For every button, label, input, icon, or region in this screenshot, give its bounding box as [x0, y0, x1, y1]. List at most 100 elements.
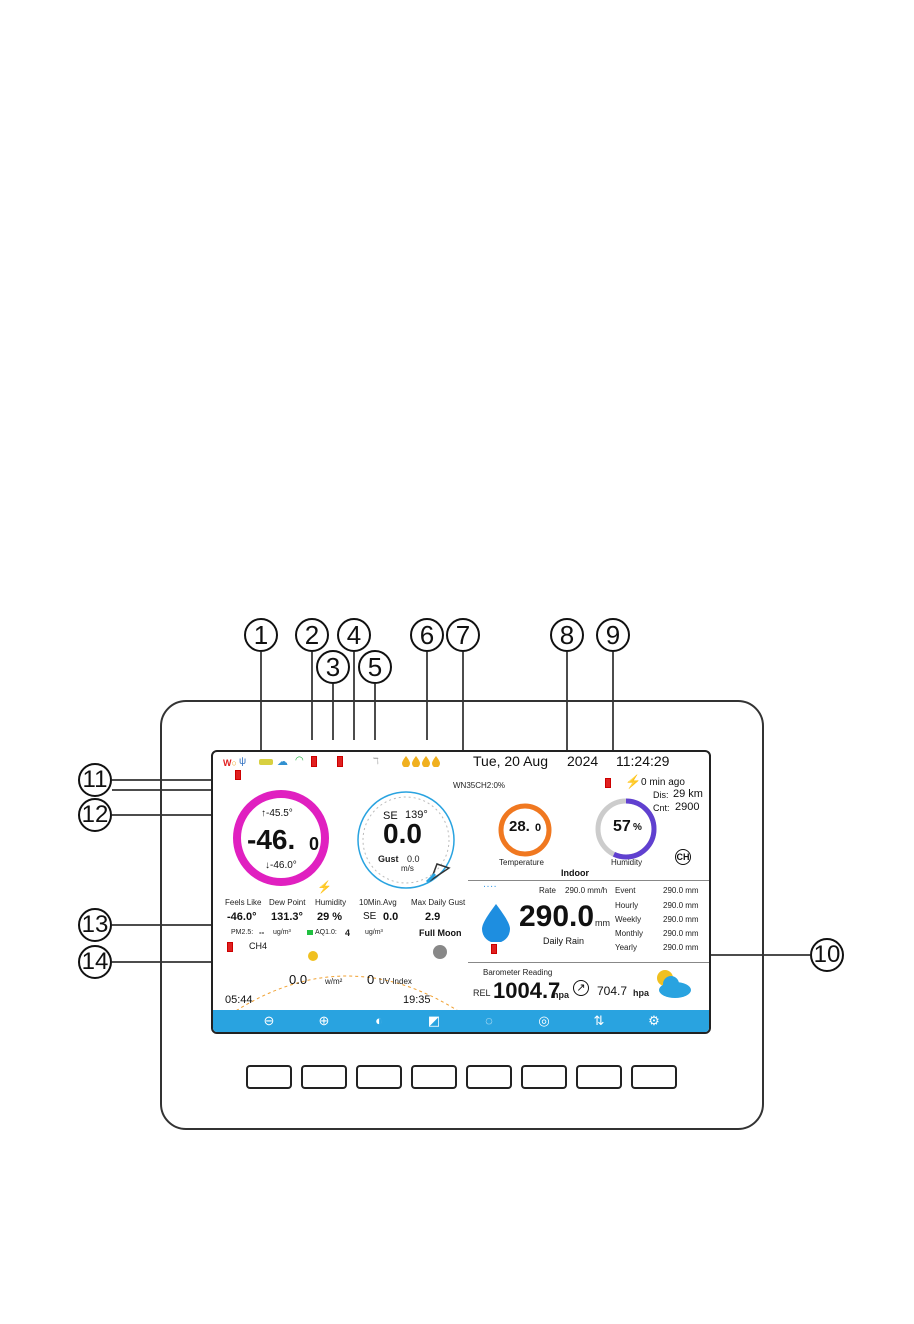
lightning-dis-value: 29 km	[673, 788, 703, 800]
uv-label: UV Index	[379, 977, 412, 986]
hardware-button-2[interactable]	[301, 1065, 347, 1089]
stat-value-10min: 0.0	[383, 911, 399, 923]
router-icon	[259, 759, 273, 765]
callout-9: 9	[596, 618, 630, 652]
aq-value: 4	[345, 928, 351, 938]
plus-icon[interactable]: ⊕	[318, 1013, 330, 1028]
stat-label-max-gust: Max Daily Gust	[411, 898, 466, 907]
rain-rate-icon: ᐧᐧᐧᐧ	[483, 882, 498, 893]
stat-value-dir: SE	[363, 911, 377, 922]
temp-high-label: ↑-45.5°	[261, 808, 293, 819]
callout-12: 12	[78, 798, 112, 832]
rain-period-hourly-label: Hourly	[615, 901, 639, 910]
indoor-humidity-value: 57	[613, 818, 631, 835]
callout-10: 10	[810, 938, 844, 972]
indoor-label: Indoor	[561, 868, 589, 878]
stat-label-10min-avg: 10Min.Avg	[359, 898, 397, 907]
moon-phase-label: Full Moon	[419, 928, 462, 938]
outdoor-temp-ring	[233, 790, 329, 886]
settings-icon[interactable]: ⚙	[648, 1013, 660, 1028]
solar-radiation-value: 0.0	[289, 972, 308, 987]
aq-indicator-icon	[307, 930, 313, 935]
battery-icon-1	[235, 770, 241, 780]
temp-value: -46.	[247, 824, 296, 855]
hardware-button-7[interactable]	[576, 1065, 622, 1089]
rain-period-weekly-value: 290.0 mm	[663, 915, 699, 924]
lightning-cnt-label: Cnt:	[653, 803, 670, 813]
moon-icon	[433, 945, 447, 959]
minus-icon[interactable]: ⊖	[263, 1013, 275, 1028]
callout-6: 6	[410, 618, 444, 652]
indoor-humidity-label: Humidity	[611, 858, 643, 867]
time-label: 11:24:29	[616, 753, 670, 769]
wind-unit: m/s	[401, 864, 414, 873]
sort-icon[interactable]: ⇅	[593, 1013, 605, 1028]
rain-period-monthly-value: 290.0 mm	[663, 929, 699, 938]
weather-forecast-icon	[657, 970, 691, 998]
wind-compass	[357, 791, 455, 889]
stat-label-feels-like: Feels Like	[225, 898, 262, 907]
callout-5: 5	[358, 650, 392, 684]
sunrise-time: 05:44	[225, 994, 253, 1006]
battery-icon-4	[337, 756, 343, 767]
pressure-trend-icon: ↗	[573, 980, 589, 996]
rain-period-event-label: Event	[615, 886, 636, 895]
indoor-humidity-unit: %	[633, 822, 642, 833]
battery-icon-2	[311, 756, 317, 767]
hardware-button-3[interactable]	[356, 1065, 402, 1089]
barometer-abs-unit: hpa	[633, 988, 650, 998]
pm25-label: PM2.5:	[231, 929, 254, 936]
barometer-value: 1004.7	[493, 978, 561, 1003]
hardware-button-8[interactable]	[631, 1065, 677, 1089]
stat-label-dew-point: Dew Point	[269, 898, 306, 907]
indoor-temp-decimal: 0	[535, 822, 542, 834]
callout-8: 8	[550, 618, 584, 652]
lightning-cnt-value: 2900	[675, 801, 700, 813]
hardware-button-4[interactable]	[411, 1065, 457, 1089]
barometer-label: Barometer Reading	[483, 968, 553, 977]
gust-value: 0.0	[407, 854, 420, 864]
channel-icon: CH	[675, 849, 691, 865]
pm25-value: --	[259, 928, 265, 937]
rain-period-yearly-label: Yearly	[615, 943, 637, 952]
device-housing	[160, 700, 764, 1130]
temp-low-label: ↓-46.0°	[265, 860, 297, 871]
wind-degrees: 139°	[405, 809, 428, 821]
callout-1: 1	[244, 618, 278, 652]
graph-icon[interactable]: ◩	[427, 1013, 441, 1028]
contrast-icon[interactable]: ◐	[375, 1013, 383, 1028]
refresh-icon[interactable]: ◌	[485, 1013, 493, 1028]
rain-period-weekly-label: Weekly	[615, 915, 642, 924]
bottom-toolbar: ⊖ ⊕ ◐ ◩ ◌ ◎ ⇅ ⚙	[213, 1010, 709, 1032]
solar-radiation-unit: w/m²	[325, 977, 343, 986]
wifi-logo-icon: W○	[223, 758, 237, 768]
lightning-dis-label: Dis:	[653, 790, 669, 800]
lightning-icon: ⚡	[625, 774, 642, 789]
leak-sensor-icons	[402, 756, 440, 767]
wind-speed: 0.0	[383, 818, 422, 849]
pm25-unit: ug/m³	[273, 929, 291, 936]
battery-icon-9	[605, 778, 611, 788]
lightning-warning-icon: ⚡	[317, 880, 332, 894]
signal-icon-5: ℸ	[373, 756, 379, 766]
rain-drop-icon	[482, 904, 510, 942]
indoor-temp-ring	[498, 803, 552, 857]
callout-14: 14	[78, 945, 112, 979]
sunset-time: 19:35	[403, 994, 431, 1006]
stat-value-dew-point: 131.3°	[271, 911, 303, 923]
indoor-temp-label: Temperature	[499, 858, 544, 867]
callout-11: 11	[78, 763, 112, 797]
channel-switch-icon[interactable]: ◎	[538, 1013, 550, 1028]
hardware-button-5[interactable]	[466, 1065, 512, 1089]
hardware-button-6[interactable]	[521, 1065, 567, 1089]
barometer-unit: hpa	[553, 990, 570, 1000]
stat-value-humidity: 29 %	[317, 911, 343, 923]
rain-period-yearly-value: 290.0 mm	[663, 943, 699, 952]
callout-3: 3	[316, 650, 350, 684]
rain-rate-value: 290.0 mm/h	[565, 886, 608, 895]
daily-rain-unit: mm	[595, 918, 610, 928]
rain-period-hourly-value: 290.0 mm	[663, 901, 699, 910]
hardware-button-1[interactable]	[246, 1065, 292, 1089]
callout-4: 4	[337, 618, 371, 652]
barometer-rel: REL	[473, 988, 491, 998]
